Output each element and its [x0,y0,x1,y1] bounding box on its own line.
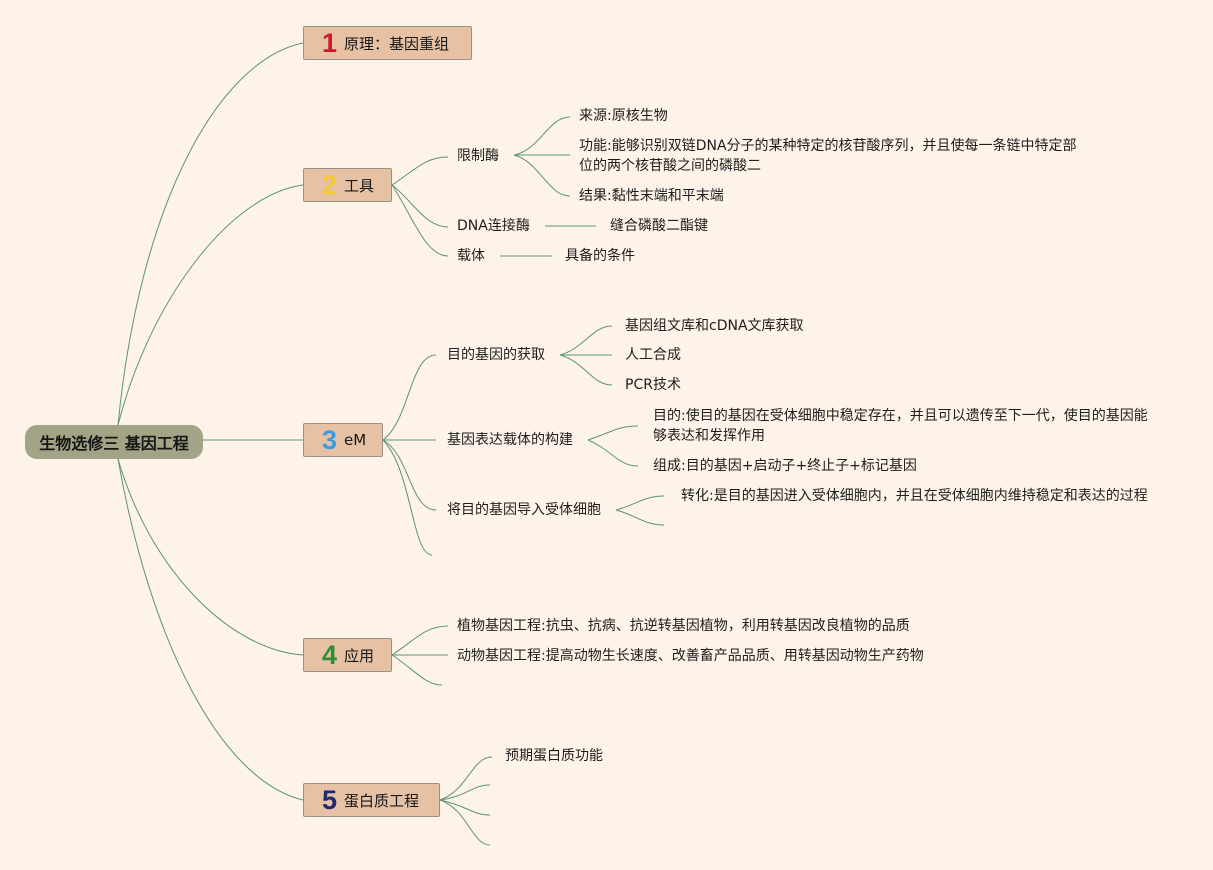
link-root-branch-2 [117,184,304,426]
link-protein-empty-2 [439,799,491,816]
root-label: 生物选修三 基因工程 [39,434,189,453]
node-construct-composition[interactable]: 组成:目的基因+启动子+终止子+标记基因 [653,458,917,474]
link-tools-enzyme [391,156,449,186]
branch-label: 应用 [344,646,375,665]
link-tools-vector [391,184,449,257]
node-obtain-library[interactable]: 基因组文库和cDNA文库获取 [625,318,804,334]
node-vector-child[interactable]: 具备的条件 [565,248,635,264]
link-em-obtain [382,354,437,441]
link-em-empty [382,439,433,556]
link-protein-expected [439,756,493,801]
link-enzyme-source [513,116,571,156]
node-construct-purpose[interactable]: 目的:使目的基因在受体细胞中稳定存在，并且可以遗传至下一代，使目的基因能够表达和… [653,408,1148,444]
node-dna-ligase[interactable]: DNA连接酶 [457,218,530,234]
node-enzyme-source[interactable]: 来源:原核生物 [579,108,668,124]
node-obtain-gene[interactable]: 目的基因的获取 [447,347,545,363]
link-construct-1 [587,425,639,441]
link-protein-empty-1 [439,784,491,801]
link-enzyme-result [513,154,571,197]
node-vector[interactable]: 载体 [457,248,485,264]
link-obtain-1 [559,325,613,356]
link-root-branch-5 [117,458,304,801]
node-introduce-gene[interactable]: 将目的基因导入受体细胞 [447,502,601,518]
link-construct-2 [587,439,639,467]
branch-protein[interactable]: 5 蛋白质工程 [303,783,440,817]
link-app-plant [391,625,449,656]
branch-label: 原理：基因重组 [344,34,450,53]
node-animal-engineering[interactable]: 动物基因工程:提高动物生长速度、改善畜产品品质、用转基因动物生产药物 [457,648,924,664]
node-enzyme-function[interactable]: 功能:能够识别双链DNA分子的某种特定的核苷酸序列，并且使每一条链中特定部位的两… [579,138,1077,174]
branch-application[interactable]: 4 应用 [303,638,392,672]
link-em-introduce [382,439,437,511]
number-badge-4: 4 [322,639,338,670]
link-obtain-3 [559,354,613,386]
node-enzyme-result[interactable]: 结果:黏性末端和平末端 [579,188,724,204]
link-introduce-1 [615,495,665,511]
node-obtain-pcr[interactable]: PCR技术 [625,377,681,393]
number-badge-5: 5 [322,784,338,815]
branch-label: eM [344,431,367,449]
link-root-branch-1 [117,42,304,426]
link-tools-ligase [391,184,449,228]
node-introduce-transform[interactable]: 转化:是目的基因进入受体细胞内，并且在受体细胞内维持稳定和表达的过程 [681,488,1148,504]
node-plant-engineering[interactable]: 植物基因工程:抗虫、抗病、抗逆转基因植物，利用转基因改良植物的品质 [457,618,910,634]
branch-tools[interactable]: 2 工具 [303,168,392,202]
link-introduce-2 [615,509,665,526]
number-badge-2: 2 [322,169,338,200]
number-badge-3: 3 [322,424,338,455]
link-protein-empty-3 [439,799,491,846]
link-app-empty [391,654,443,686]
branch-em[interactable]: 3 eM [303,423,383,457]
branch-principle[interactable]: 1 原理：基因重组 [303,26,472,60]
node-restriction-enzyme[interactable]: 限制酶 [457,148,499,164]
node-construct-vector[interactable]: 基因表达载体的构建 [447,432,573,448]
link-root-branch-4 [117,458,304,656]
node-obtain-synthesis[interactable]: 人工合成 [625,347,681,363]
node-ligase-child[interactable]: 缝合磷酸二酯键 [610,218,708,234]
branch-label: 蛋白质工程 [344,791,420,810]
node-expected-protein-function[interactable]: 预期蛋白质功能 [505,748,603,764]
root-node[interactable]: 生物选修三 基因工程 [25,425,203,459]
number-badge-1: 1 [322,27,338,58]
branch-label: 工具 [344,176,375,195]
